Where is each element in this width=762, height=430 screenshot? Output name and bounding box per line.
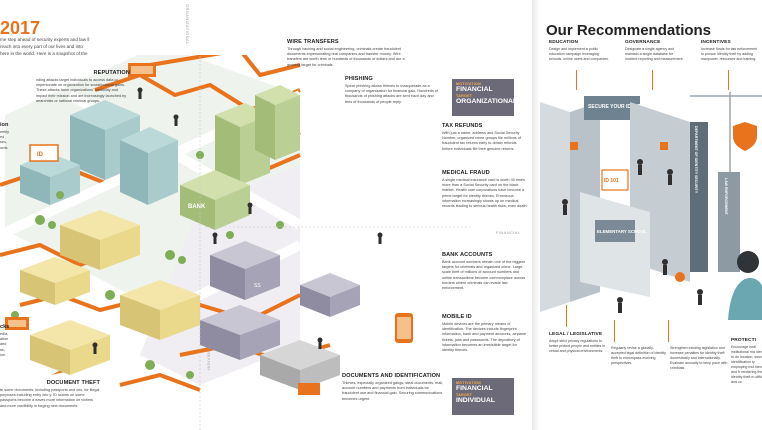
city-map-illustration: BANK SS [0, 55, 470, 430]
rec-revise: Regularly revise a globally-accepted leg… [611, 344, 667, 366]
rec-incentives: INCENTIVES Increase funds for law enforc… [701, 40, 761, 62]
education-text: Design and implement a public education … [549, 47, 609, 61]
tax-title: TAX REFUNDS [442, 123, 483, 129]
rec-education: EDUCATION Design and implement a public … [549, 40, 609, 62]
teal-office-buildings [20, 100, 178, 205]
callout-document-theft: DOCUMENT THEFT te some documents, includ… [0, 380, 100, 409]
legal-text: Adopt strict privacy regulations to bett… [549, 339, 606, 353]
people-figures [92, 87, 383, 354]
reputation-title: REPUTATION [93, 70, 130, 76]
leader-line-strengthen [668, 320, 669, 342]
rec-protection: PROTECTI Encourage insti institutional m… [731, 338, 762, 385]
id-card-sign: ID [37, 152, 44, 158]
docs-text: Thieves, especially organized gangs, ste… [342, 381, 444, 401]
callout-documents: DOCUMENTS and IDENTIFICATION Thieves, es… [342, 373, 446, 402]
ss-sign: SS [254, 283, 261, 289]
phishing-text: Spear phishing allows thieves to masquer… [345, 84, 439, 104]
callout-tax-refunds: TAX REFUNDS With just a name, address an… [442, 123, 528, 152]
motivation-key: MOTIVATION [456, 82, 482, 86]
target-key: TARGET [456, 393, 473, 397]
motivation-key: MOTIVATION [456, 381, 482, 385]
callout-mobile-id: MOBILE ID Mobile devices are the primary… [442, 314, 528, 353]
shield-icon [733, 122, 757, 151]
protection-text: Encourage insti institutional ma identit… [731, 345, 762, 384]
billboard-faces [8, 66, 153, 327]
legal-title: LEGAL / LEGISLATIVE [549, 332, 603, 337]
theft-text: te some documents, including passports a… [0, 388, 100, 408]
callout-wire-transfers: WIRE TRANSFERS Through hacking and socia… [287, 39, 405, 68]
strengthen-text: Strengthen existing legislation and incr… [670, 346, 728, 370]
cut-text-ion: entity ed ses, ords. [0, 130, 10, 150]
wire-title: WIRE TRANSFERS [287, 39, 339, 45]
medical-title: MEDICAL FRAUD [442, 170, 490, 176]
people-figures [562, 159, 703, 313]
bank-title: BANK ACCOUNTS [442, 252, 493, 258]
motivation-panel-individual: MOTIVATION FINANCIAL TARGET INDIVIDUAL [452, 378, 514, 415]
label-financial: FINANCIAL [496, 230, 521, 235]
bank-sign: BANK [188, 204, 206, 210]
education-title: EDUCATION [549, 40, 579, 45]
governance-title: GOVERNANCE [625, 40, 661, 45]
tax-text: With just a name, address and Social Sec… [442, 131, 521, 151]
callout-phishing: PHISHING Spear phishing allows thieves t… [345, 76, 439, 105]
dept-sign-text: DEPARTMENT OF IDENTITY SECURITY [694, 126, 698, 194]
secure-sign-text: SECURE YOUR IDENTITY [588, 104, 649, 110]
revise-text: Regularly revise a globally-accepted leg… [611, 346, 666, 365]
theft-title: DOCUMENT THEFT [46, 380, 100, 386]
left-building [540, 102, 570, 312]
label-individual: INDIVIDUAL [206, 343, 211, 370]
recommendations-illustration: SECURE YOUR IDENTITY DEPARTMENT OF IDENT… [540, 92, 762, 320]
wire-text: Through hacking and social engineering, … [287, 47, 405, 67]
intro-text: me step ahead of security experts and la… [0, 37, 90, 57]
callout-reputation: REPUTATION nding attacks target individu… [36, 70, 130, 104]
target-value: INDIVIDUAL [456, 397, 495, 404]
recommendations-title: Our Recommendations [546, 22, 712, 39]
motivation-value: FINANCIAL [456, 86, 493, 93]
law-enforcement-building [718, 172, 740, 272]
incentives-title: INCENTIVES [701, 40, 731, 45]
year-title: 2017 [0, 18, 41, 38]
protection-title: PROTECTI [731, 338, 757, 343]
yellow-buildings [20, 210, 200, 375]
reputation-text: nding attacks target individuals to acce… [36, 78, 127, 103]
crane [690, 92, 762, 172]
id-card-text: ID 101 [604, 178, 619, 184]
target-key: TARGET [456, 94, 473, 98]
medical-text: A single medical insurance card is worth… [442, 178, 528, 209]
law-sign-text: LAW ENFORCEMENT [724, 178, 728, 216]
callout-bank-accounts: BANK ACCOUNTS Bank account numbers remai… [442, 252, 528, 291]
rec-governance: GOVERNANCE Designate a single agency and… [625, 40, 685, 62]
leader-line-incentives [728, 70, 729, 90]
bank-text: Bank account numbers remain one of the b… [442, 260, 526, 291]
docs-title: DOCUMENTS and IDENTIFICATION [342, 373, 441, 379]
green-buildings: BANK [180, 85, 300, 230]
grey-purple-buildings: SS [200, 241, 360, 390]
target-value: ORGANIZATIONAL [456, 98, 518, 105]
leader-line-education [576, 70, 577, 90]
school-building [580, 192, 650, 297]
leader-line-revise [614, 320, 615, 342]
page-spine [532, 0, 540, 430]
label-organizational: ORGANIZATIONAL [185, 4, 190, 45]
callout-medical-fraud: MEDICAL FRAUD A single medical insurance… [442, 170, 528, 209]
cut-heading-cks: cks [0, 324, 10, 330]
mobile-text: Mobile devices are the primary means of … [442, 322, 527, 353]
school-sign-text: ELEMENTARY SCHOOL [597, 229, 647, 234]
motivation-panel-organizational: MOTIVATION FINANCIAL TARGET ORGANIZATION… [452, 79, 518, 116]
motivation-value: FINANCIAL [456, 385, 493, 392]
cut-heading-ion: ion [0, 122, 9, 128]
rec-strengthen: Strengthen existing legislation and incr… [670, 344, 728, 371]
leader-line-governance [652, 70, 653, 90]
cut-text-cks: edia, ation and ss, ion. [0, 332, 9, 357]
large-person [728, 278, 762, 320]
phishing-title: PHISHING [345, 76, 373, 82]
rec-legal: LEGAL / LEGISLATIVE Adopt strict privacy… [549, 332, 609, 354]
incentives-text: Increase funds for law enforcement to pu… [701, 47, 758, 61]
mobile-title: MOBILE ID [442, 314, 472, 320]
leader-line-legal [566, 305, 567, 327]
governance-text: Designate a single agency and maintain a… [625, 47, 684, 61]
